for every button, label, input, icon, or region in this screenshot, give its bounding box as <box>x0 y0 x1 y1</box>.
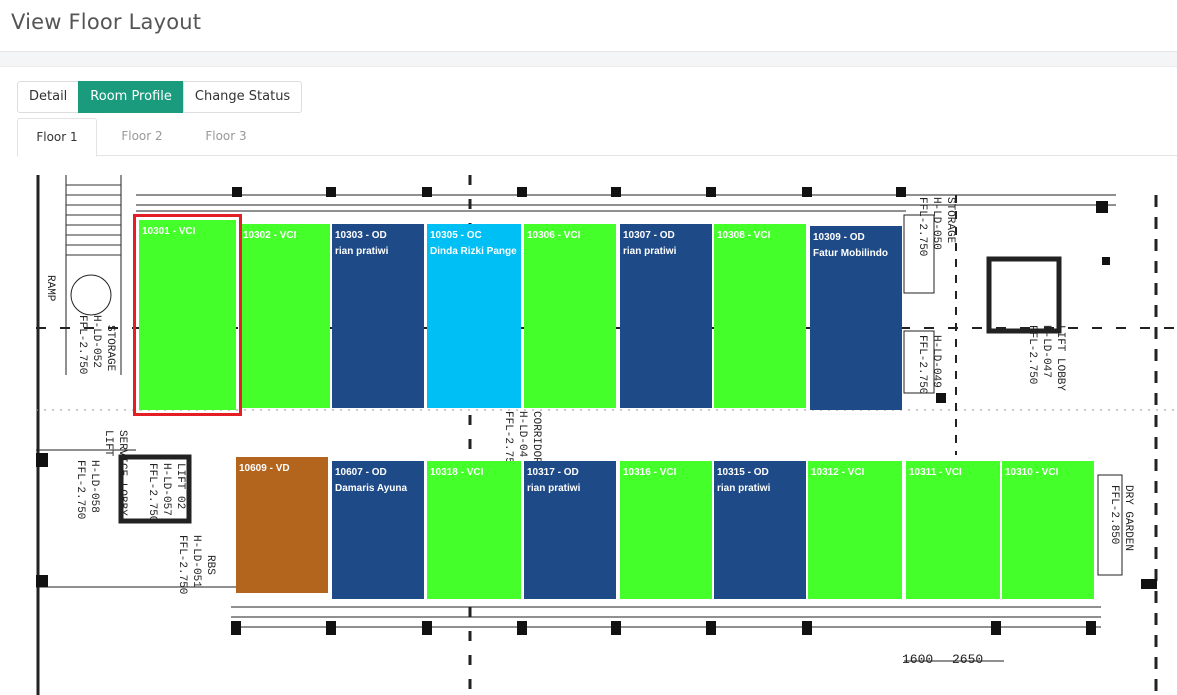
plan-label-service-lobby: SERVICE LOBBY <box>116 430 128 516</box>
room-10315[interactable]: 10315 - OD rian pratiwi <box>714 461 806 599</box>
plan-label-room-code-right: H-LD-049 <box>930 335 942 388</box>
room-10307[interactable]: 10307 - OD rian pratiwi <box>620 224 712 408</box>
plan-label-rbs: RBS <box>204 555 216 575</box>
plan-dimension-1600: 1600 <box>902 652 933 667</box>
room-guest-name: rian pratiwi <box>335 246 389 257</box>
plan-label-lift-02: LIFT 02 <box>174 463 186 509</box>
room-10305[interactable]: 10305 - OC Dinda Rizki Pange <box>427 224 521 408</box>
room-label: 10302 - VCI <box>243 230 297 241</box>
room-10607[interactable]: 10607 - OD Damaris Ayuna <box>332 461 424 599</box>
floor-plan-drawing: RAMP STORAGE H-LD-052 FFL-2.750 LIFT SER… <box>36 175 1177 695</box>
plan-label-storage-right: STORAGE <box>944 197 956 244</box>
plan-label-lift-ffl: FFL-2.750 <box>146 463 158 522</box>
detail-button[interactable]: Detail <box>17 81 80 113</box>
room-label: 10315 - OD <box>717 467 769 478</box>
room-10309[interactable]: 10309 - OD Fatur Mobilindo <box>810 226 902 410</box>
plan-label-room-ffl-right: FFL-2.750 <box>916 335 928 394</box>
room-guest-name: Dinda Rizki Pange <box>430 246 517 257</box>
room-label: 10316 - VCI <box>623 467 677 478</box>
plan-label-storage-code: H-LD-052 <box>90 315 102 368</box>
room-label: 10317 - OD <box>527 467 579 478</box>
room-label: 10607 - OD <box>335 467 387 478</box>
action-button-group: Detail Room Profile Change Status <box>17 81 303 113</box>
plan-label-storage-ffl: FFL-2.750 <box>76 315 88 374</box>
room-label: 10305 - OC <box>430 230 482 241</box>
change-status-button[interactable]: Change Status <box>182 81 303 113</box>
room-label: 10312 - VCI <box>811 467 865 478</box>
room-label: 10308 - VCI <box>717 230 771 241</box>
room-label: 10310 - VCI <box>1005 467 1059 478</box>
plan-label-lift-lobby: LIFT LOBBY <box>1054 325 1066 391</box>
plan-label-lift: LIFT <box>102 430 114 457</box>
room-10318[interactable]: 10318 - VCI <box>427 461 521 599</box>
room-label: 10306 - VCI <box>527 230 581 241</box>
plan-label-lobby-code: H-LD-058 <box>88 460 100 513</box>
plan-label-dry-garden-ffl: FFL-2.850 <box>1108 485 1120 544</box>
plan-label-storage-right-code: H-LD-050 <box>930 197 942 250</box>
header-separator <box>0 52 1177 67</box>
room-10308[interactable]: 10308 - VCI <box>714 224 806 408</box>
room-guest-name: Damaris Ayuna <box>335 483 408 494</box>
tab-floor-3[interactable]: Floor 3 <box>205 129 247 143</box>
selected-room-highlight <box>133 214 242 416</box>
plan-label-corridor-ffl: FFL-2.75 <box>502 411 514 464</box>
room-label: 10609 - VD <box>239 463 290 474</box>
room-guest-name: rian pratiwi <box>623 246 677 257</box>
floor-tabs: Floor 1 Floor 2 Floor 3 <box>17 118 1177 157</box>
room-guest-name: rian pratiwi <box>717 483 771 494</box>
plan-label-lift-code: H-LD-057 <box>160 463 172 516</box>
plan-label-dry-garden: DRY GARDEN <box>1122 485 1134 551</box>
floor-plan: RAMP STORAGE H-LD-052 FFL-2.750 LIFT SER… <box>36 175 1177 695</box>
room-10310[interactable]: 10310 - VCI <box>1002 461 1094 599</box>
room-profile-button[interactable]: Room Profile <box>78 81 184 113</box>
plan-label-ramp: RAMP <box>44 275 56 302</box>
plan-dimension-2650: 2650 <box>952 652 983 667</box>
room-label: 10307 - OD <box>623 230 675 241</box>
room-10316[interactable]: 10316 - VCI <box>620 461 712 599</box>
plan-label-rbs-code: H-LD-051 <box>190 535 202 588</box>
room-label: 10309 - OD <box>813 232 865 243</box>
tab-floor-1[interactable]: Floor 1 <box>17 118 97 157</box>
room-label: 10303 - OD <box>335 230 387 241</box>
plan-label-lift-lobby-ffl: FFL-2.750 <box>1026 325 1038 384</box>
room-10301[interactable]: 10301 - VCI <box>139 220 236 410</box>
page-title: View Floor Layout <box>11 10 202 34</box>
room-guest-name: rian pratiwi <box>527 483 581 494</box>
page-header: View Floor Layout <box>0 0 1177 52</box>
plan-label-lobby-ffl: FFL-2.750 <box>74 460 86 519</box>
plan-label-storage: STORAGE <box>104 325 116 372</box>
room-label: 10301 - VCI <box>142 226 196 237</box>
plan-label-corridor: CORRIDOR <box>530 411 542 464</box>
room-10312[interactable]: 10312 - VCI <box>808 461 902 599</box>
room-10311[interactable]: 10311 - VCI <box>906 461 1000 599</box>
room-10306[interactable]: 10306 - VCI <box>524 224 616 408</box>
room-label: 10318 - VCI <box>430 467 484 478</box>
plan-label-corridor-code: H-LD-04 <box>516 411 528 458</box>
room-10303[interactable]: 10303 - OD rian pratiwi <box>332 224 424 408</box>
tab-floor-2[interactable]: Floor 2 <box>121 129 163 143</box>
room-guest-name: Fatur Mobilindo <box>813 248 888 259</box>
room-10302[interactable]: 10302 - VCI <box>240 224 330 408</box>
plan-label-lift-lobby-code: H-LD-047 <box>1040 325 1052 378</box>
room-label: 10311 - VCI <box>909 467 962 478</box>
room-10609[interactable]: 10609 - VD <box>236 457 328 593</box>
plan-label-rbs-ffl: FFL-2.750 <box>176 535 188 594</box>
plan-label-storage-right-ffl: FFL-2.750 <box>916 197 928 256</box>
room-10317[interactable]: 10317 - OD rian pratiwi <box>524 461 616 599</box>
